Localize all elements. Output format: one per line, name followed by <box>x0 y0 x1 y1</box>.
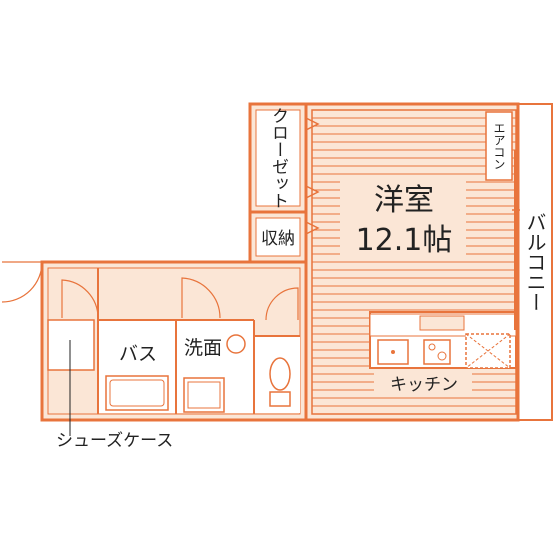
bathtub <box>105 375 169 411</box>
entrance-door <box>1 261 43 303</box>
storage-label: 収納 <box>261 229 295 249</box>
aircon-unit <box>485 111 513 181</box>
kitchen-label: キッチン <box>390 375 458 395</box>
stove <box>423 339 451 365</box>
bath-label: バス <box>119 343 157 365</box>
aircon-label: エアコン <box>492 122 506 170</box>
closet-label: クローゼット <box>268 107 288 209</box>
shoe-case <box>47 319 95 371</box>
shoe-case-label: シューズケース <box>56 431 173 451</box>
toilet-tank <box>269 391 291 407</box>
wash-basin <box>226 334 246 354</box>
toilet-bowl <box>269 357 291 391</box>
balcony-label: バルコニー <box>523 212 547 312</box>
western-room-size: 12.1帖 <box>356 223 453 258</box>
western-room-name: 洋室 <box>374 183 434 218</box>
washroom-label: 洗面 <box>184 337 222 359</box>
washing-machine-pan <box>183 377 225 413</box>
